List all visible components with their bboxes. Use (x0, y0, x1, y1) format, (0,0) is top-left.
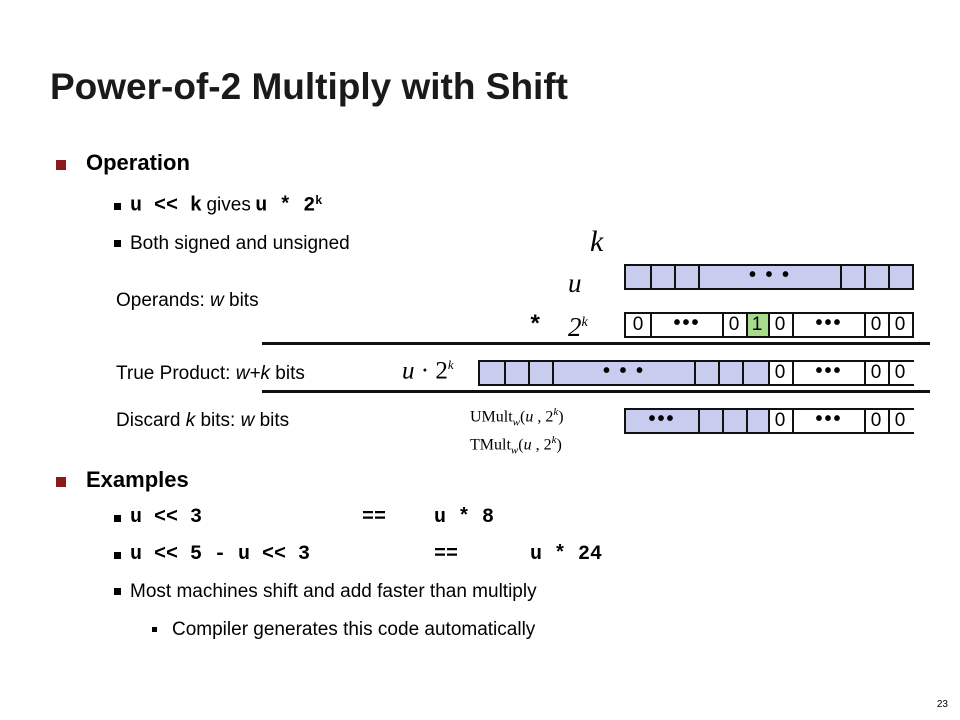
umult-label: UMultw(u , 2k) (470, 406, 564, 429)
bit-0: 0 (894, 410, 906, 431)
times-symbol: * (528, 313, 543, 340)
bit-0: 0 (774, 410, 786, 431)
ellipsis: ••• (815, 311, 843, 334)
example1-lhs: u << 3 (130, 506, 203, 529)
tmult-label: TMultw(u , 2k) (470, 434, 562, 457)
bit-0: 0 (870, 314, 882, 335)
discard-label: Discard k bits: w bits (116, 410, 290, 431)
sub-bullet-icon (114, 515, 121, 522)
result-bit-vector: ••• 0 ••• 0 0 (624, 408, 914, 434)
u-times-2k-label: u · 2k (402, 357, 454, 385)
divider-line (262, 342, 930, 345)
slide-title: Power-of-2 Multiply with Shift (50, 66, 568, 107)
u-label: u (568, 268, 582, 298)
gives-text: gives (206, 194, 251, 216)
u-bit-vector: • • • (624, 264, 914, 290)
bit-0: 0 (632, 314, 644, 335)
ellipsis: ••• (648, 407, 676, 430)
operation-heading: Operation (86, 150, 190, 175)
example-subnote: Compiler generates this code automatical… (172, 619, 536, 640)
bit-0: 0 (774, 314, 786, 335)
divider-line (262, 390, 930, 393)
two-pow-k-label: 2k (568, 312, 588, 342)
example2-lhs: u << 5 - u << 3 (130, 543, 311, 566)
true-product-label: True Product: w+k bits (116, 363, 305, 384)
example-note: Most machines shift and add faster than … (130, 581, 537, 602)
sub-bullet-icon (114, 240, 121, 247)
ellipsis: ••• (673, 311, 701, 334)
ellipsis: ••• (815, 359, 843, 382)
bit-0: 0 (870, 362, 882, 383)
operation-item-shift: u << k gives u * 2k (130, 194, 323, 217)
sub-bullet-icon (114, 552, 121, 559)
operands-label: Operands: w bits (116, 290, 259, 311)
k-label: k (590, 225, 604, 258)
bullet-square-icon (56, 160, 66, 170)
sub-bullet-icon (114, 203, 121, 210)
code-mult: u * 2 (255, 194, 316, 218)
example1-rhs: u * 8 (434, 506, 495, 529)
code-mult-sup: k (315, 194, 323, 208)
page-number: 23 (936, 699, 948, 710)
examples-heading: Examples (86, 467, 189, 492)
example2-rhs: u * 24 (530, 543, 603, 566)
sub-bullet-icon (114, 588, 121, 595)
ellipsis: • • • (602, 359, 646, 382)
bullet-square-icon (56, 477, 66, 487)
ellipsis: ••• (815, 407, 843, 430)
ellipsis: • • • (748, 263, 792, 286)
example2-eq: == (434, 543, 459, 566)
bit-0: 0 (894, 362, 906, 383)
code-shift: u << k (130, 194, 203, 218)
example1-eq: == (362, 506, 387, 529)
bit-0: 0 (774, 362, 786, 383)
sub-sub-bullet-icon (152, 627, 157, 632)
product-bit-vector: • • • 0 ••• 0 0 (478, 360, 914, 386)
operation-item-signed: Both signed and unsigned (130, 233, 350, 254)
bit-1: 1 (751, 314, 763, 335)
bit-0: 0 (894, 314, 906, 335)
bit-0: 0 (728, 314, 740, 335)
bit-0: 0 (870, 410, 882, 431)
two-pow-k-bit-vector: 0 ••• 0 1 0 ••• 0 0 (624, 312, 914, 338)
